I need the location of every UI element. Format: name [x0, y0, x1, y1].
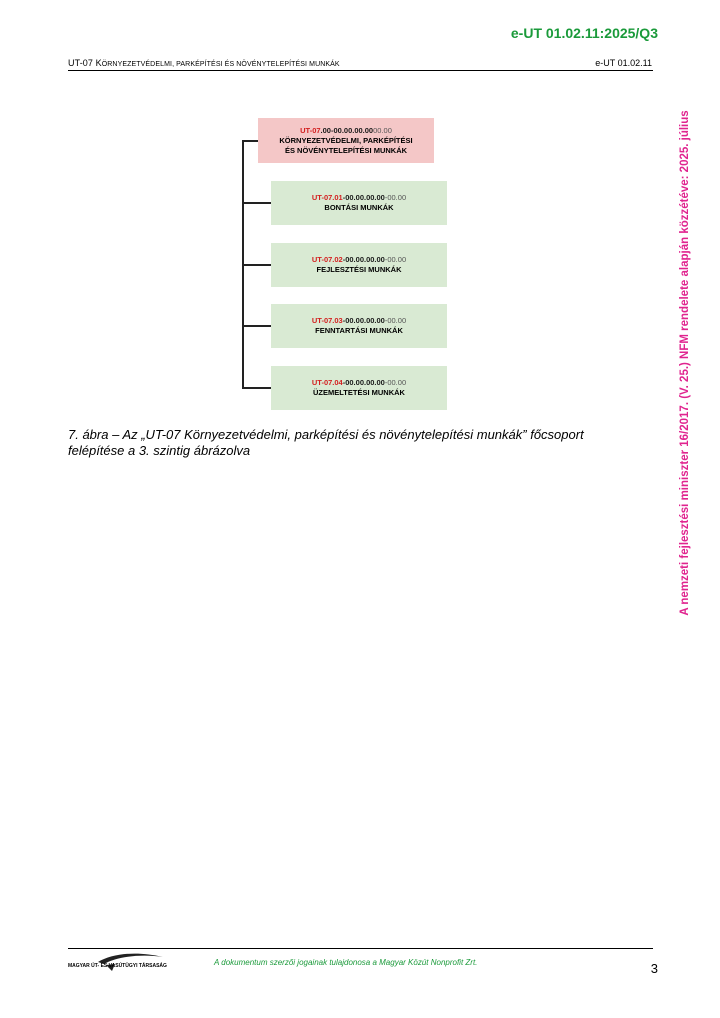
logo-text: MAGYAR ÚT- ÉS VASÚTÜGYI TÁRSASÁG — [68, 963, 167, 969]
node-code: UT-07.04-00.00.00.00-00.00 — [271, 378, 447, 388]
header-title-rest: ÖRNYEZETVÉDELMI, PARKÉPÍTÉSI ÉS NÖVÉNYTE… — [101, 61, 340, 68]
code-light-part: -00.00 — [384, 316, 407, 325]
tree-branch-03 — [242, 325, 271, 327]
code-dark-part: -00.00.00.00 — [342, 316, 385, 325]
node-code: UT-07.01-00.00.00.00-00.00 — [271, 193, 447, 203]
code-light-part: -00.00 — [384, 193, 407, 202]
header-title-first: UT-07 K — [68, 58, 102, 68]
code-light-part: -00.00 — [384, 255, 407, 264]
node-label: BONTÁSI MUNKÁK — [324, 203, 394, 212]
tree-branch-root — [242, 140, 258, 142]
copyright-notice: A dokumentum szerzői jogainak tulajdonos… — [214, 958, 478, 967]
node-label-line2: ÉS NÖVÉNYTELEPÍTÉSI MUNKÁK — [284, 145, 408, 155]
organization-logo-icon — [98, 953, 163, 971]
node-label: ÜZEMELTETÉSI MUNKÁK — [313, 388, 405, 397]
code-dark-part: -00.00.00.00 — [342, 193, 385, 202]
code-dark-part: -00.00.00.00 — [342, 255, 385, 264]
code-light-part: 00.00 — [373, 125, 392, 135]
footer-divider — [68, 948, 653, 949]
code-red-part: UT-07.04 — [311, 378, 343, 387]
header-doc-ref: e-UT 01.02.11 — [595, 58, 652, 68]
node-label: FEJLESZTÉSI MUNKÁK — [316, 265, 402, 274]
code-dark-part: -00.00.00.00 — [342, 378, 385, 387]
code-red-part: UT-07.01 — [311, 193, 343, 202]
figure-caption: 7. ábra – Az „UT-07 Környezetvédelmi, pa… — [68, 427, 584, 458]
side-note-text: A nemzeti fejlesztési miniszter 16/2017.… — [679, 109, 691, 616]
tree-node-02: UT-07.02-00.00.00.00-00.00 FEJLESZTÉSI M… — [271, 243, 447, 287]
tree-node-01: UT-07.01-00.00.00.00-00.00 BONTÁSI MUNKÁ… — [271, 181, 447, 225]
header-divider — [68, 70, 653, 71]
tree-branch-02 — [242, 264, 271, 266]
node-code: UT-07.02-00.00.00.00-00.00 — [271, 255, 447, 265]
tree-node-04: UT-07.04-00.00.00.00-00.00 ÜZEMELTETÉSI … — [271, 366, 447, 410]
header-title: UT-07 KÖRNYEZETVÉDELMI, PARKÉPÍTÉSI ÉS N… — [68, 58, 340, 68]
code-dark-part: .00-00.00.00.00 — [320, 125, 374, 135]
tree-node-root: UT-07.00-00.00.00.0000.00 KÖRNYEZETVÉDEL… — [258, 118, 434, 163]
code-red-part: UT-07.03 — [311, 316, 343, 325]
node-label-line1: KÖRNYEZETVÉDELMI, PARKÉPÍTÉSI — [279, 135, 413, 145]
node-code: UT-07.00-00.00.00.0000.00 — [258, 126, 434, 136]
code-red-part: UT-07 — [300, 125, 321, 135]
document-code: e-UT 01.02.11:2025/Q3 — [510, 25, 658, 41]
code-light-part: -00.00 — [384, 378, 407, 387]
node-code: UT-07.03-00.00.00.00-00.00 — [271, 316, 447, 326]
page-number: 3 — [650, 961, 658, 976]
tree-node-03: UT-07.03-00.00.00.00-00.00 FENNTARTÁSI M… — [271, 304, 447, 348]
side-publication-note: A nemzeti fejlesztési miniszter 16/2017.… — [674, 95, 696, 630]
node-label: FENNTARTÁSI MUNKÁK — [315, 326, 403, 335]
tree-branch-01 — [242, 202, 271, 204]
code-red-part: UT-07.02 — [311, 255, 343, 264]
tree-branch-04 — [242, 387, 271, 389]
